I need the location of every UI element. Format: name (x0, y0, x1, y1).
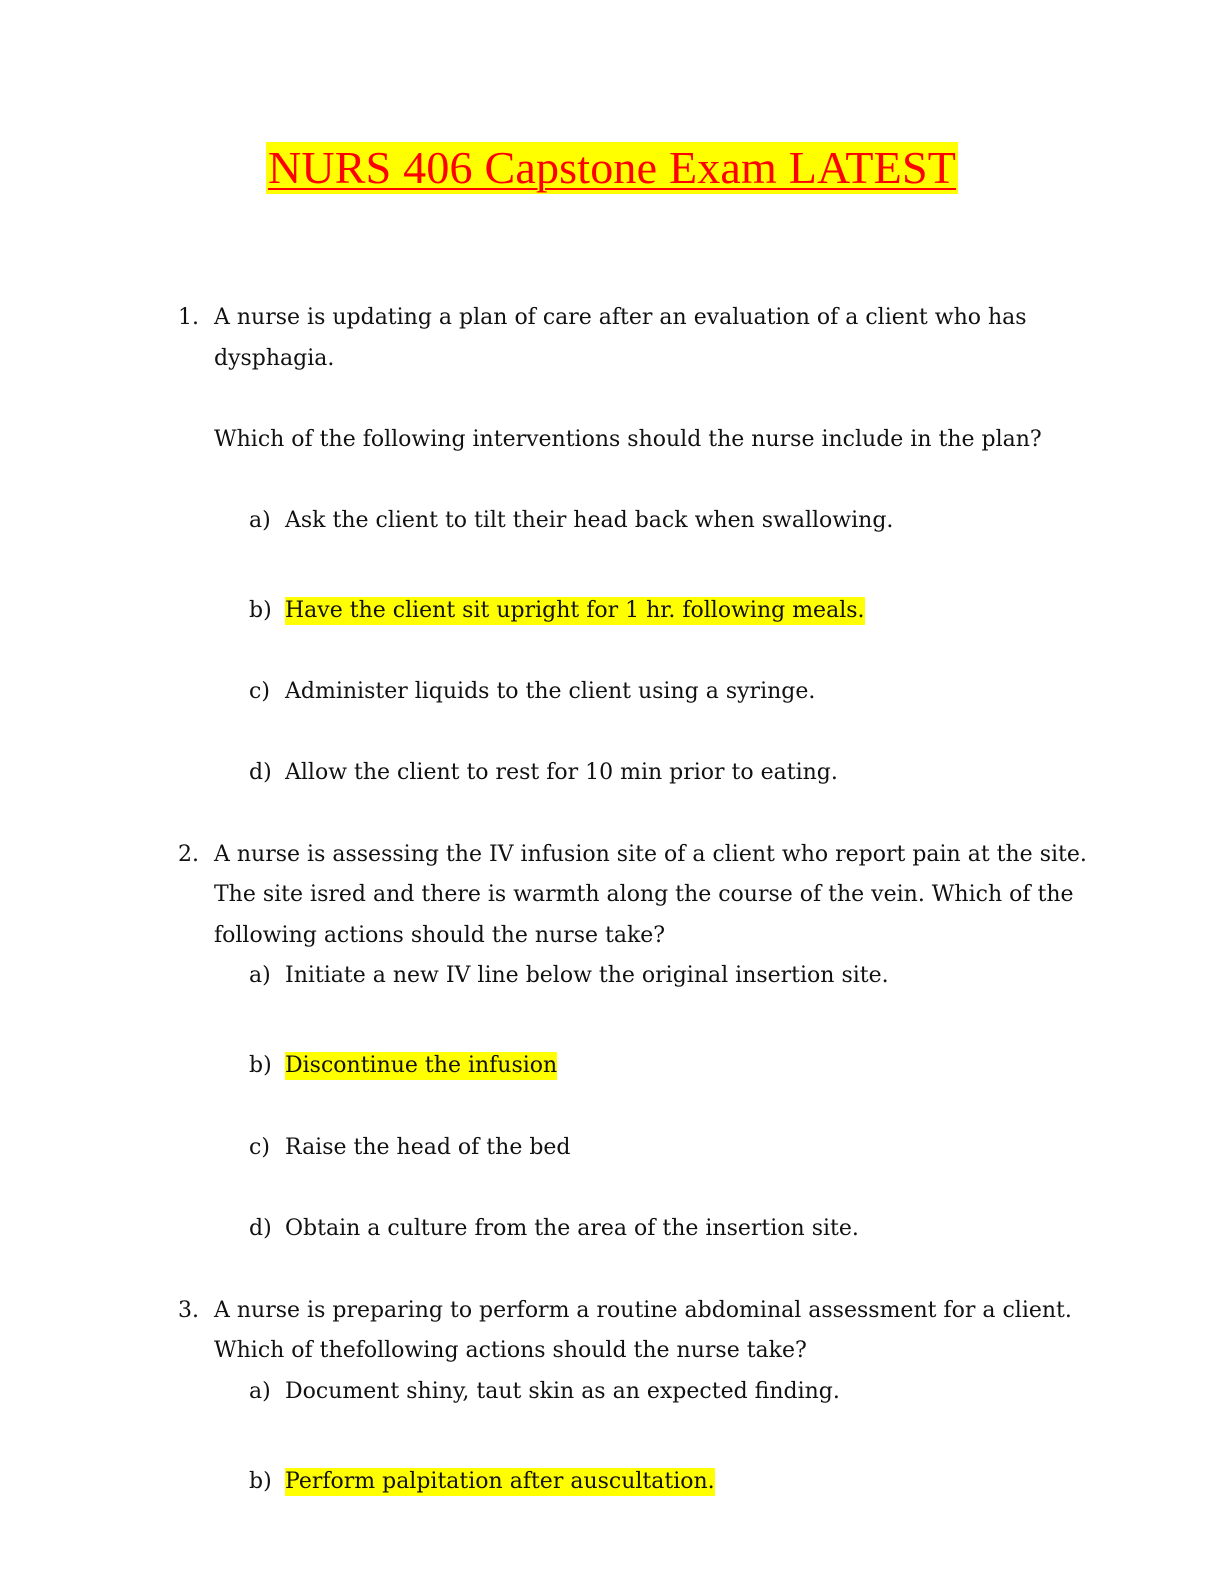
option-label: a) (249, 1379, 271, 1404)
option-label: b) (249, 598, 272, 623)
question-number: 3. (178, 1298, 199, 1323)
option-label: b) (249, 1053, 272, 1078)
option-label: c) (249, 1135, 270, 1160)
question-stem-line: dysphagia. (214, 346, 335, 371)
question-stem-line: A nurse is assessing the IV infusion sit… (214, 842, 1087, 867)
option-text: Initiate a new IV line below the origina… (285, 963, 889, 988)
question-stem-line: Which of thefollowing actions should the… (214, 1338, 807, 1363)
option-text-highlighted: Perform palpitation after auscultation. (285, 1468, 715, 1496)
question-stem-line: A nurse is preparing to perform a routin… (214, 1298, 1072, 1323)
option-label: a) (249, 508, 271, 533)
option-text: Ask the client to tilt their head back w… (285, 508, 894, 533)
question-stem-line: A nurse is updating a plan of care after… (214, 305, 1027, 330)
option-text-highlighted: Discontinue the infusion (285, 1052, 558, 1080)
option-text: Allow the client to rest for 10 min prio… (285, 760, 838, 785)
option-text: Obtain a culture from the area of the in… (285, 1216, 859, 1241)
question-stem-line: following actions should the nurse take? (214, 923, 666, 948)
question-number: 2. (178, 842, 199, 867)
option-label: b) (249, 1469, 272, 1494)
title-container: NURS 406 Capstone Exam LATEST (0, 142, 1224, 194)
question-number: 1. (178, 305, 199, 330)
option-text-highlighted: Have the client sit upright for 1 hr. fo… (285, 597, 865, 625)
option-label: d) (249, 760, 272, 785)
option-text: Document shiny, taut skin as an expected… (285, 1379, 840, 1404)
question-stem-line: The site isred and there is warmth along… (214, 882, 1074, 907)
document-title: NURS 406 Capstone Exam LATEST (265, 142, 959, 194)
option-text: Raise the head of the bed (285, 1135, 571, 1160)
option-label: c) (249, 679, 270, 704)
option-label: d) (249, 1216, 272, 1241)
option-text: Administer liquids to the client using a… (285, 679, 816, 704)
option-label: a) (249, 963, 271, 988)
question-prompt: Which of the following interventions sho… (214, 427, 1042, 452)
